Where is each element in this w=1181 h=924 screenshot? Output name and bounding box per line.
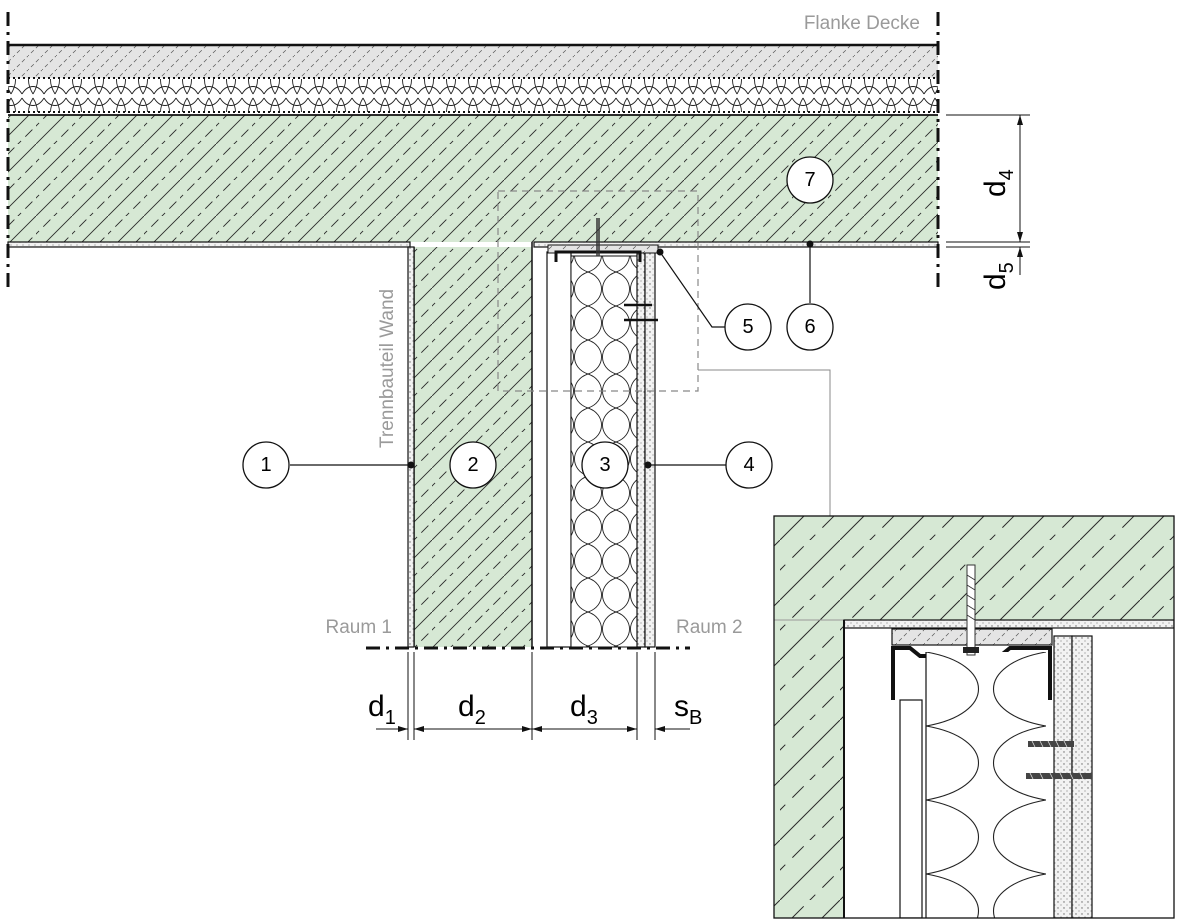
gypsum-board-1 [636, 251, 646, 648]
svg-text:7: 7 [804, 169, 815, 191]
dimension-d4: d4 [979, 169, 1018, 197]
detail-marker-box [497, 190, 699, 392]
separating-wall [407, 218, 659, 648]
flank-ceiling-label: Flanke Decke [804, 13, 920, 34]
callout-leaders [290, 244, 811, 466]
svg-text:2: 2 [467, 454, 478, 476]
dimension-d3: d3 [570, 690, 598, 729]
dimension-arrows [398, 115, 1023, 732]
dimension-d2: d2 [458, 690, 486, 729]
svg-text:d3: d3 [570, 690, 598, 729]
gypsum-board-2 [644, 251, 656, 648]
svg-text:5: 5 [742, 316, 753, 338]
svg-text:d2: d2 [458, 690, 486, 729]
svg-text:sB: sB [674, 690, 702, 729]
dimension-sB: sB [674, 690, 702, 729]
callout-4: 4 [725, 441, 773, 489]
dimension-d5: d5 [979, 262, 1018, 290]
svg-text:d1: d1 [368, 690, 396, 729]
callout-1: 1 [242, 441, 290, 489]
callout-2: 2 [449, 441, 497, 489]
callout-7: 7 [786, 156, 834, 204]
room-1-label: Raum 1 [325, 617, 392, 638]
svg-text:d4: d4 [979, 169, 1018, 197]
impact-insulation-layer [8, 79, 938, 112]
concrete-slab [8, 115, 938, 242]
stud-profile [546, 251, 572, 648]
break-lines [6, 12, 940, 290]
detail-leader [698, 369, 831, 516]
callout-3: 3 [581, 441, 629, 489]
ceiling-flank [7, 43, 939, 248]
detail-frame [773, 515, 1175, 919]
svg-text:6: 6 [804, 316, 815, 338]
screed-layer [8, 45, 938, 78]
callout-5: 5 [724, 303, 772, 351]
room-2-label: Raum 2 [676, 617, 743, 638]
svg-text:4: 4 [743, 454, 754, 476]
svg-text:d5: d5 [979, 262, 1018, 290]
enlarged-detail [774, 516, 1174, 918]
callout-6: 6 [786, 303, 834, 351]
dimension-d1: d1 [368, 690, 396, 729]
svg-text:3: 3 [599, 454, 610, 476]
svg-text:1: 1 [260, 454, 271, 476]
callout-dots [407, 240, 814, 469]
wall-plaster [407, 246, 415, 648]
separating-wall-label: Trennbauteil Wand [377, 289, 398, 448]
